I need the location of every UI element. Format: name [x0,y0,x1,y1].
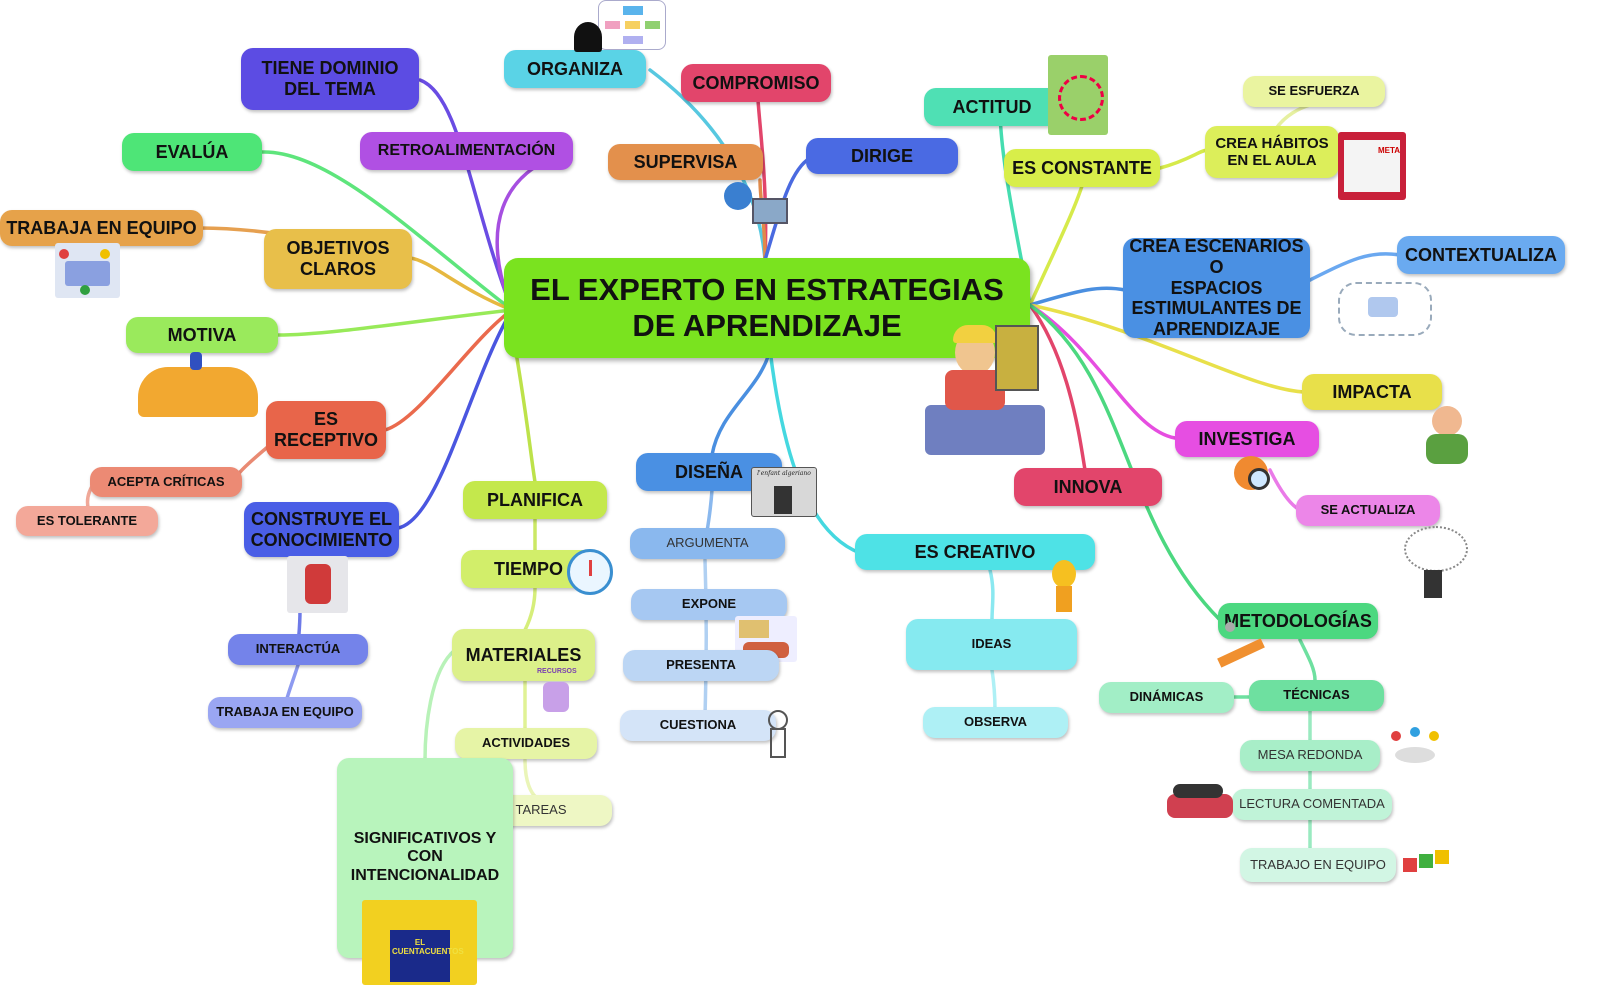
node-trabaja-equipo-2[interactable]: TRABAJA EN EQUIPO [208,697,362,728]
node-cuestiona[interactable]: CUESTIONA [620,710,776,741]
node-impacta[interactable]: IMPACTA [1302,374,1442,410]
computer-globe-image [718,178,790,230]
node-es-constante[interactable]: ES CONSTANTE [1004,149,1160,187]
node-es-tolerante[interactable]: ES TOLERANTE [16,506,158,536]
node-innova[interactable]: INNOVA [1014,468,1162,506]
node-compromiso[interactable]: COMPROMISO [681,64,831,102]
node-crea-habitos[interactable]: CREA HÁBITOS EN EL AULA [1205,126,1339,178]
cuentacuentos-photo-image: EL CUENTACUENTOS [362,900,477,985]
teamwork-image [55,243,120,298]
node-tecnicas[interactable]: TÉCNICAS [1249,680,1384,711]
node-actividades[interactable]: ACTIVIDADES [455,728,597,759]
motivation-crowd-image [138,352,260,417]
node-trabaja-equipo-1[interactable]: TRABAJA EN EQUIPO [0,210,203,246]
node-interactua[interactable]: INTERACTÚA [228,634,368,665]
attitude-circle-image [1048,55,1108,135]
resources-image: RECURSOS [535,668,577,718]
method-steps-image [1213,618,1269,668]
node-mesa-redonda[interactable]: MESA REDONDA [1240,740,1380,771]
node-se-actualiza[interactable]: SE ACTUALIZA [1296,495,1440,526]
update-icons-image [1398,522,1470,602]
puzzle-pieces-image [1395,840,1467,890]
node-evalua[interactable]: EVALÚA [122,133,262,171]
node-organiza[interactable]: ORGANIZA [504,50,646,88]
teacher-image [925,325,1050,455]
creative-bulb-image [1038,556,1090,616]
node-se-esfuerza[interactable]: SE ESFUERZA [1243,76,1385,107]
node-tiene-dominio[interactable]: TIENE DOMINIO DEL TEMA [241,48,419,110]
node-acepta-criticas[interactable]: ACEPTA CRÍTICAS [90,467,242,497]
design-photo-caption: l'enfant algeriano [757,470,811,477]
node-expone[interactable]: EXPONE [631,589,787,620]
thinker-silhouette-image [574,22,602,52]
node-es-receptivo[interactable]: ES RECEPTIVO [266,401,386,459]
node-argumenta[interactable]: ARGUMENTA [630,528,785,559]
node-motiva[interactable]: MOTIVA [126,317,278,353]
impact-character-image [1418,388,1478,468]
node-supervisa[interactable]: SUPERVISA [608,144,763,180]
central-topic[interactable]: EL EXPERTO EN ESTRATEGIAS DE APRENDIZAJE [504,258,1030,358]
node-dinamicas[interactable]: DINÁMICAS [1099,682,1234,713]
node-trabajo-equipo[interactable]: TRABAJO EN EQUIPO [1240,848,1396,882]
meta-label: META [1378,146,1401,155]
node-materiales[interactable]: MATERIALES [452,629,595,681]
habits-board-image: META [1338,132,1406,200]
reading-group-image [1163,780,1238,828]
node-lectura-comentada[interactable]: LECTURA COMENTADA [1232,789,1392,820]
knowledge-image [287,556,348,613]
question-figure-image [750,706,806,766]
clock-image [567,549,613,595]
design-photo-image: l'enfant algeriano [751,467,817,517]
node-crea-escenarios[interactable]: CREA ESCENARIOS O ESPACIOS ESTIMULANTES … [1123,236,1310,339]
investigate-magnifier-image [1222,450,1284,502]
node-contextualiza[interactable]: CONTEXTUALIZA [1397,236,1565,274]
node-observa[interactable]: OBSERVA [923,707,1068,738]
node-planifica[interactable]: PLANIFICA [463,481,607,519]
organize-chart-image [598,0,666,50]
node-metodologias[interactable]: METODOLOGÍAS [1218,603,1378,639]
round-table-image [1385,725,1445,773]
context-diagram-image [1328,272,1440,342]
node-construye-conocimiento[interactable]: CONSTRUYE EL CONOCIMIENTO [244,502,399,557]
cuentacuentos-caption: EL CUENTACUENTOS [392,938,464,956]
resources-caption: RECURSOS [537,668,577,675]
node-investiga[interactable]: INVESTIGA [1175,421,1319,457]
node-actitud[interactable]: ACTITUD [924,88,1060,126]
node-objetivos-claros[interactable]: OBJETIVOS CLAROS [264,229,412,289]
node-retroalimentacion[interactable]: RETROALIMENTACIÓN [360,132,573,170]
node-presenta[interactable]: PRESENTA [623,650,779,681]
node-dirige[interactable]: DIRIGE [806,138,958,174]
node-ideas[interactable]: IDEAS [906,619,1077,670]
